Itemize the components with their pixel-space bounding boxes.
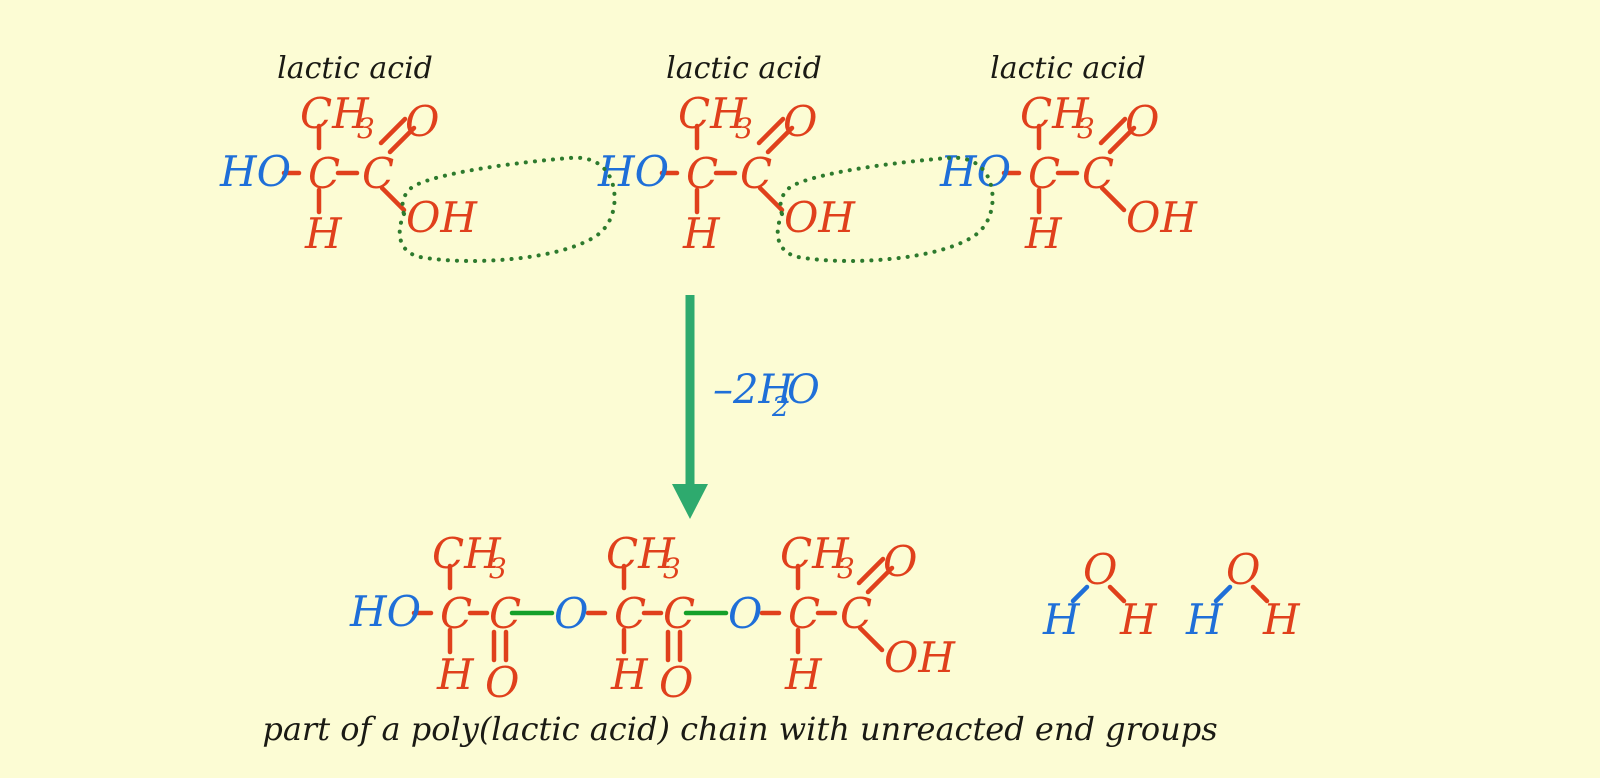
bond-double-a-1: [387, 125, 417, 155]
atom-calpha-2: C: [686, 149, 718, 198]
atom-ch3-2: CH: [678, 89, 748, 138]
bond-water2-o-hright: [1250, 584, 1270, 604]
atom-ch3-subscript-3: 3: [1077, 112, 1095, 145]
atom-chain-ch3-sub-1: 3: [489, 552, 507, 585]
bond-water1-o-hleft: [1070, 584, 1090, 604]
water-molecule-1: O H H: [1042, 545, 1158, 644]
bond-water1-o-hright: [1107, 584, 1127, 604]
reactant-label-2: lactic acid: [666, 51, 822, 86]
atom-chain-end-oh: OH: [884, 633, 956, 682]
atom-oh-2: OH: [784, 193, 856, 242]
arrow-label-group: –2H 2 O: [713, 367, 820, 423]
atom-chain-h-2: H: [610, 650, 649, 699]
atom-water1-o: O: [1083, 545, 1117, 594]
atom-ho-2: HO: [597, 147, 669, 196]
atom-water1-h-left: H: [1042, 595, 1081, 644]
atom-oh-1: OH: [406, 193, 478, 242]
atom-ho-1: HO: [219, 147, 291, 196]
reactant-label-3: lactic acid: [990, 51, 1146, 86]
atom-chain-ccarbonyl-2: C: [663, 589, 695, 638]
bond-double-b-2: [756, 116, 786, 146]
atom-ccarbonyl-3: C: [1082, 149, 1114, 198]
atom-h-3: H: [1024, 209, 1063, 258]
arrow-label-subscript: 2: [771, 392, 789, 423]
bond-double-a-3: [1107, 125, 1137, 155]
arrow-label-tail: O: [787, 367, 820, 413]
bond-ccarbonyl-oh-2: [757, 185, 785, 213]
atom-chain-ch3-3: CH: [780, 529, 850, 578]
atom-chain-ccarbonyl-1: C: [489, 589, 521, 638]
atom-odouble-2: O: [783, 97, 817, 146]
atom-water2-h-left: H: [1185, 595, 1224, 644]
atom-chain-ester-o-1: O: [554, 589, 588, 638]
atom-water2-o: O: [1226, 545, 1260, 594]
lactic-acid-molecule-1: HO C C CH 3 H O OH: [219, 89, 478, 258]
atom-h-1: H: [304, 209, 343, 258]
bond-double-a-2: [765, 125, 795, 155]
atom-chain-ester-o-2: O: [728, 589, 762, 638]
reactant-label-1: lactic acid: [277, 51, 433, 86]
bond-ccarbonyl-oh-3: [1099, 185, 1127, 213]
arrow-label-main: –2H: [713, 367, 794, 413]
atom-odouble-1: O: [405, 97, 439, 146]
atom-chain-ch3-sub-2: 3: [663, 552, 681, 585]
atom-chain-ch3-1: CH: [432, 529, 502, 578]
atom-chain-calpha-3: C: [788, 589, 820, 638]
atom-water2-h-right: H: [1262, 595, 1301, 644]
bond-ccarbonyl-oh-1: [379, 185, 407, 213]
bond-water2-o-hleft: [1213, 584, 1233, 604]
atom-ch3-subscript-2: 3: [735, 112, 753, 145]
atom-ccarbonyl-2: C: [740, 149, 772, 198]
atom-chain-ch3-sub-3: 3: [837, 552, 855, 585]
bond-terminal-double-a: [865, 565, 895, 595]
water-molecule-2: O H H: [1185, 545, 1301, 644]
lactic-acid-molecule-3: HO C C CH 3 H O OH: [939, 89, 1198, 258]
bond-terminal-oh: [857, 625, 885, 653]
bond-double-b-1: [378, 116, 408, 146]
atom-chain-ocarbonyl-1: O: [485, 658, 519, 707]
atom-chain-end-ho: HO: [349, 587, 421, 636]
atom-chain-end-odouble: O: [883, 537, 917, 586]
arrow-head: [672, 484, 708, 519]
atom-chain-calpha-2: C: [614, 589, 646, 638]
atom-chain-h-1: H: [436, 650, 475, 699]
elimination-loop-2: [775, 155, 995, 263]
reaction-arrow: [672, 295, 708, 519]
atom-oh-3: OH: [1126, 193, 1198, 242]
atom-chain-ccarbonyl-3: C: [840, 589, 872, 638]
bond-terminal-double-b: [856, 556, 886, 586]
atom-chain-ch3-2: CH: [606, 529, 676, 578]
lactic-acid-molecule-2: HO C C CH 3 H O OH: [597, 89, 856, 258]
atom-water1-h-right: H: [1119, 595, 1158, 644]
elimination-loop-1: [397, 155, 617, 263]
atom-calpha-3: C: [1028, 149, 1060, 198]
atom-chain-ocarbonyl-2: O: [659, 658, 693, 707]
atom-chain-h-3: H: [784, 650, 823, 699]
atom-ho-3: HO: [939, 147, 1011, 196]
polymer-chain: HO C CH 3 H C O O C CH 3 H C O O C CH 3 …: [349, 529, 956, 707]
atom-chain-calpha-1: C: [440, 589, 472, 638]
atom-h-2: H: [682, 209, 721, 258]
atom-ch3-1: CH: [300, 89, 370, 138]
atom-ch3-subscript-1: 3: [357, 112, 375, 145]
atom-odouble-3: O: [1125, 97, 1159, 146]
atom-ch3-3: CH: [1020, 89, 1090, 138]
atom-ccarbonyl-1: C: [362, 149, 394, 198]
atom-calpha-1: C: [308, 149, 340, 198]
product-caption: part of a poly(lactic acid) chain with u…: [262, 710, 1217, 748]
bond-double-b-3: [1098, 116, 1128, 146]
